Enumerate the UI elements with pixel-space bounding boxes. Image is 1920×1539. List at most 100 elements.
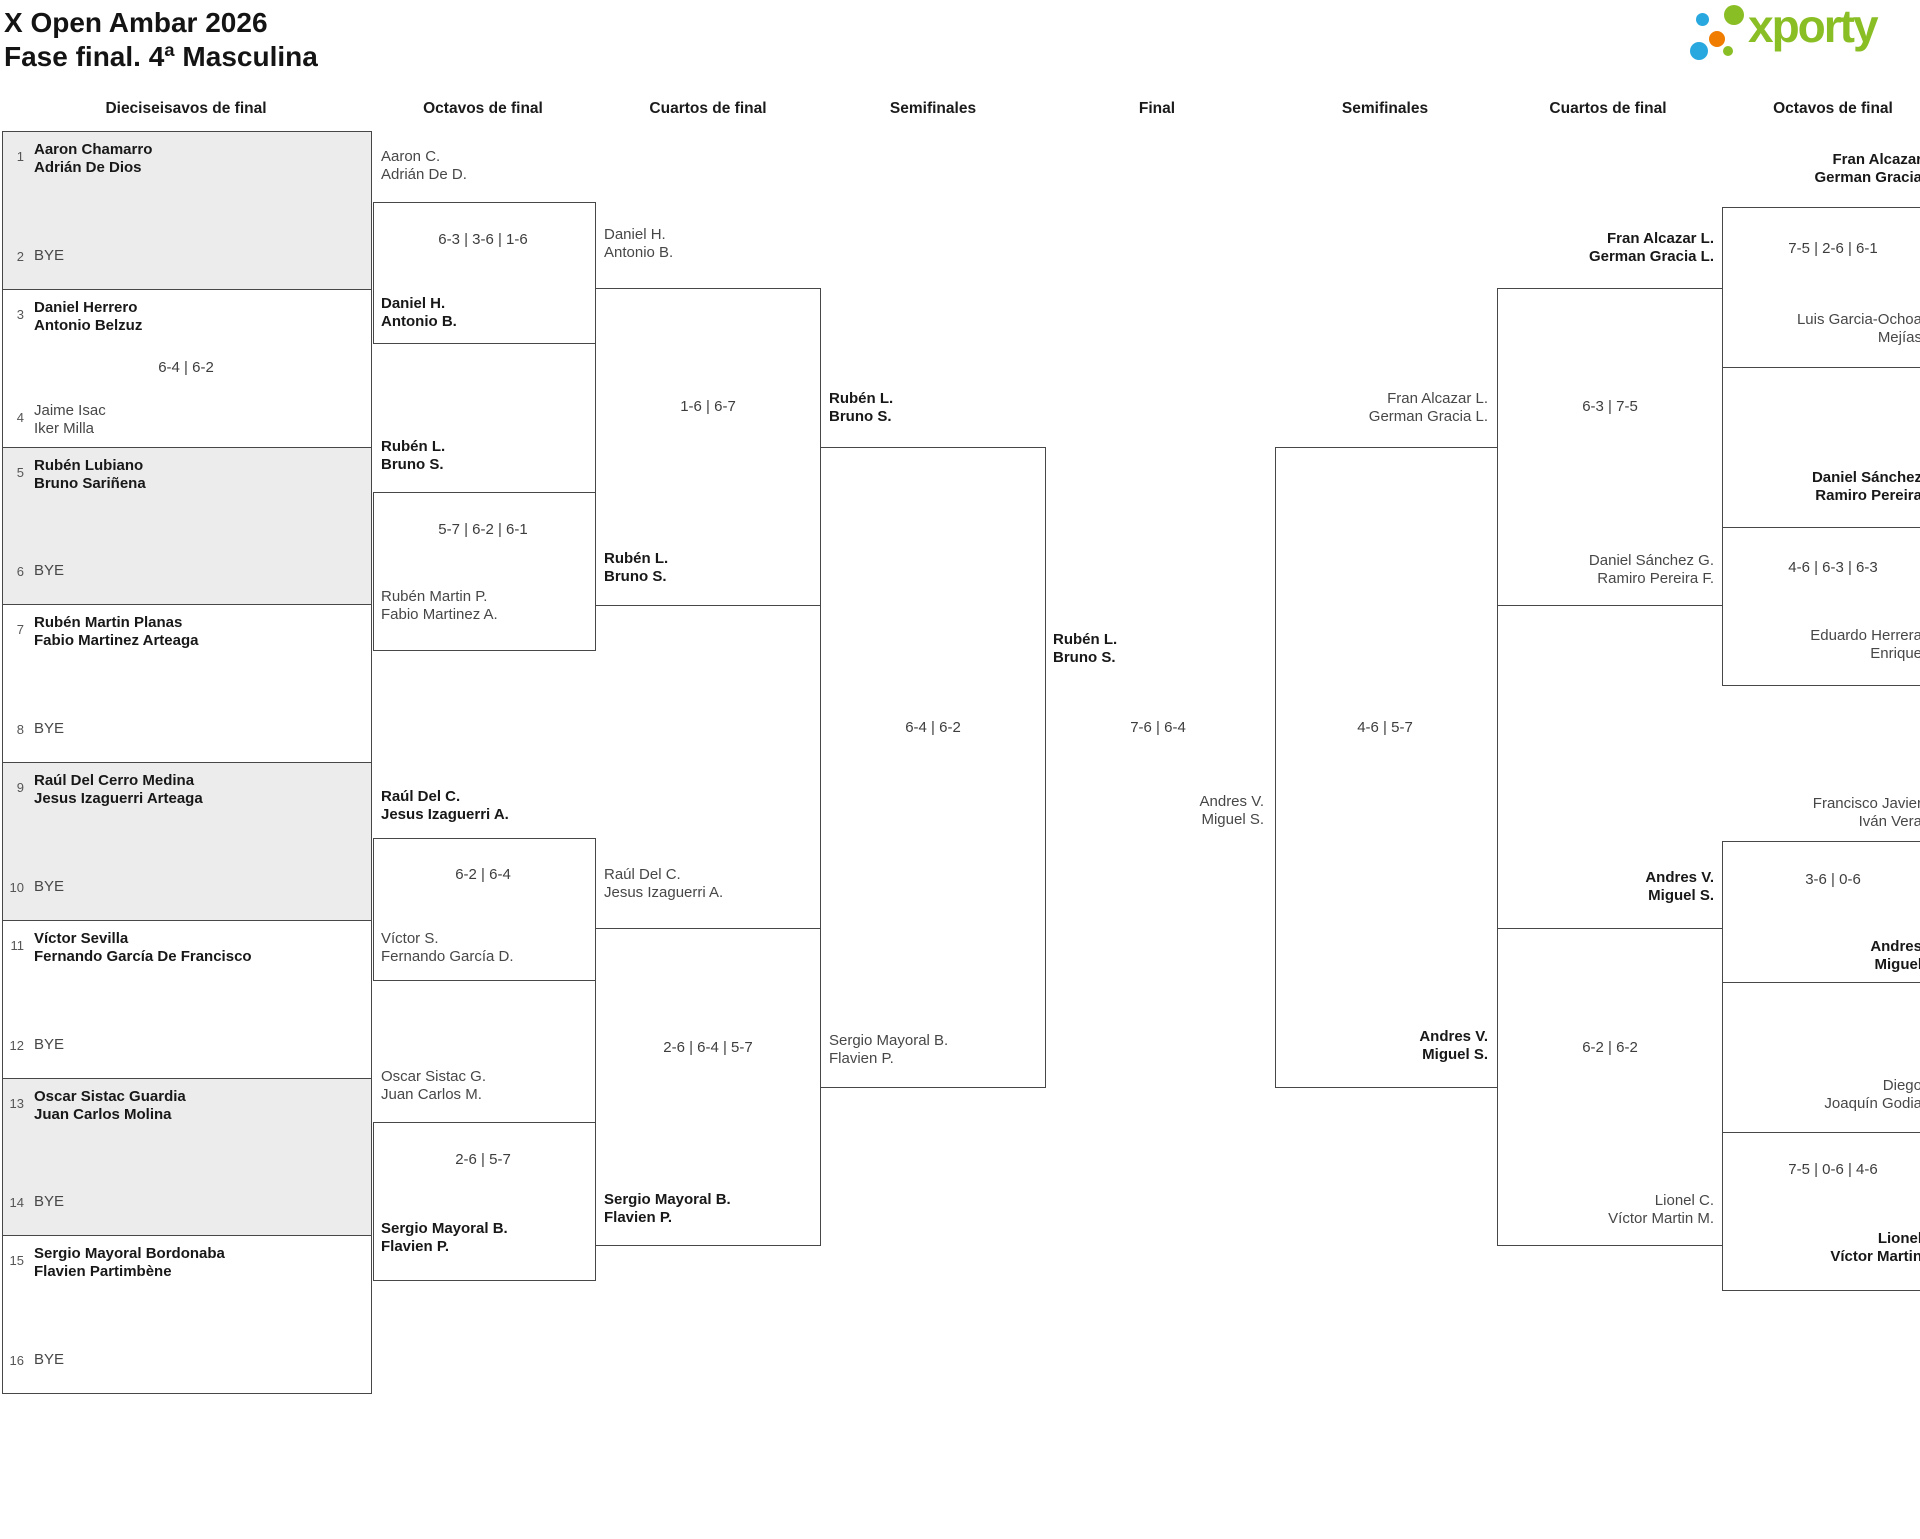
match-score: 6-4 | 6-2 — [158, 359, 214, 376]
team-label: Daniel Sánchez G. Ramiro Pereira F. — [1494, 552, 1714, 588]
seed-number: 3 — [16, 307, 24, 322]
player-name: Antonio B. — [604, 244, 674, 261]
player-name: Joaquín Godia — [1824, 1095, 1920, 1112]
player-name: German Gracia L. — [1588, 248, 1714, 265]
player-name: Fernando García De Francisco — [34, 948, 252, 965]
match-score: 4-6 | 6-3 | 6-3 — [1788, 559, 1878, 576]
match-box — [373, 202, 596, 344]
seed-number: 2 — [16, 249, 24, 264]
bracket-entry: 1 Aaron Chamarro Adrián De Dios — [6, 141, 153, 177]
player-name: Juan Carlos M. — [381, 1086, 482, 1103]
player-name: Luis Garcia-Ochoa — [1796, 311, 1920, 328]
bracket-entry: 14 BYE — [6, 1193, 64, 1211]
team-label: BYE — [34, 562, 64, 580]
bracket-entry: 9 Raúl Del Cerro Medina Jesus Izaguerri … — [6, 772, 203, 808]
player-name: Sergio Mayoral Bordonaba — [34, 1245, 225, 1262]
bracket-entry: 4 Jaime Isac Iker Milla — [6, 402, 106, 438]
team-label: Andres V. Miguel S. — [1494, 869, 1714, 905]
match-score: 7-5 | 0-6 | 4-6 — [1788, 1161, 1878, 1178]
seed-number: 10 — [9, 880, 24, 895]
player-name: Raúl Del C. — [381, 788, 461, 805]
bracket-entry: 3 Daniel Herrero Antonio Belzuz — [6, 299, 143, 335]
player-name: Flavien P. — [381, 1238, 450, 1255]
player-name: Oscar Sistac Guardia — [34, 1088, 186, 1105]
team-label: Andres V. Miguel S. — [1064, 793, 1265, 829]
match-score: 6-2 | 6-2 — [1582, 1039, 1638, 1056]
bracket-entry: 8 BYE — [6, 720, 64, 738]
player-name: Fran Alcazar L. — [1387, 390, 1488, 407]
player-name: Raúl Del C. — [604, 866, 681, 883]
player-name: Miguel S. — [1648, 887, 1714, 904]
player-name: Fernando García D. — [381, 948, 514, 965]
match-box — [1722, 841, 1920, 983]
player-name: Daniel H. — [381, 295, 446, 312]
round-header-qf-left: Cuartos de final — [649, 100, 767, 117]
team-label: Víctor S. Fernando García D. — [381, 930, 514, 966]
team-label: Lionel Víctor Martin — [1702, 1230, 1920, 1266]
player-name: Andres — [1870, 938, 1920, 955]
team-label: Raúl Del Cerro Medina Jesus Izaguerri Ar… — [34, 772, 203, 808]
match-score: 7-6 | 6-4 — [1130, 719, 1186, 736]
player-name: Antonio Belzuz — [34, 317, 143, 334]
player-name: Ramiro Pereira — [1815, 487, 1920, 504]
round-header-final: Final — [1138, 100, 1176, 117]
player-name: Rubén Martin P. — [381, 588, 488, 605]
team-label: Aaron C. Adrián De D. — [381, 148, 467, 184]
bracket-entry: 13 Oscar Sistac Guardia Juan Carlos Moli… — [6, 1088, 186, 1124]
match-box — [373, 838, 596, 981]
match-box — [1275, 447, 1498, 1088]
player-name: Eduardo Herrera — [1810, 627, 1920, 644]
team-label: Oscar Sistac G. Juan Carlos M. — [381, 1068, 486, 1104]
player-name: Víctor Sevilla — [34, 930, 129, 947]
bracket-subtitle: Fase final. 4ª Masculina — [4, 41, 318, 72]
match-score: 3-6 | 0-6 — [1805, 871, 1861, 888]
match-score: 2-6 | 6-4 | 5-7 — [663, 1039, 753, 1056]
logo-dot-icon — [1724, 5, 1744, 25]
match-box — [2, 1078, 372, 1236]
player-name: Flavien P. — [604, 1209, 673, 1226]
bracket-entry: 16 BYE — [6, 1351, 64, 1369]
player-name: Víctor S. — [381, 930, 439, 947]
match-box — [2, 131, 372, 290]
player-name: BYE — [34, 720, 65, 737]
seed-number: 12 — [9, 1038, 24, 1053]
team-label: Daniel H. Antonio B. — [381, 295, 457, 331]
player-name: Fran Alcazar L. — [1607, 230, 1714, 247]
player-name: Víctor Martin M. — [1608, 1210, 1714, 1227]
team-label: Daniel Sánchez Ramiro Pereira — [1702, 469, 1920, 505]
team-label: Fran Alcazar German Gracia — [1702, 151, 1920, 187]
seed-number: 9 — [16, 780, 24, 795]
player-name: Andres V. — [1199, 793, 1265, 810]
player-name: Rubén L. — [604, 550, 669, 567]
match-score: 7-5 | 2-6 | 6-1 — [1788, 240, 1878, 257]
match-score: 6-3 | 7-5 — [1582, 398, 1638, 415]
player-name: Bruno S. — [604, 568, 667, 585]
player-name: BYE — [34, 1351, 65, 1368]
round-header-r32-left: Dieciseisavos de final — [105, 100, 267, 117]
player-name: Antonio B. — [381, 313, 457, 330]
player-name: Daniel H. — [604, 226, 666, 243]
player-name: Raúl Del Cerro Medina — [34, 772, 195, 789]
match-box — [1722, 527, 1920, 686]
player-name: Bruno S. — [1053, 649, 1116, 666]
team-label: Sergio Mayoral B. Flavien P. — [829, 1032, 948, 1068]
player-name: Adrián De D. — [381, 166, 467, 183]
match-box — [1497, 928, 1723, 1246]
player-name: Flavien Partimbène — [34, 1263, 172, 1280]
match-score: 4-6 | 5-7 — [1357, 719, 1413, 736]
player-name: Bruno S. — [829, 408, 892, 425]
bracket-entry: 5 Rubén Lubiano Bruno Sariñena — [6, 457, 146, 493]
player-name: Diego — [1882, 1077, 1920, 1094]
team-label: Francisco Javier Iván Vera — [1702, 795, 1920, 831]
player-name: Fran Alcazar — [1832, 151, 1920, 168]
xporty-logo[interactable]: xporty — [1690, 0, 1918, 68]
player-name: German Gracia L. — [1368, 408, 1488, 425]
player-name: Bruno Sariñena — [34, 475, 146, 492]
player-name: Miguel S. — [1422, 1046, 1488, 1063]
player-name: Rubén Lubiano — [34, 457, 144, 474]
round-header-sf-left: Semifinales — [889, 100, 977, 117]
player-name: Ramiro Pereira F. — [1597, 570, 1714, 587]
team-label: Daniel Herrero Antonio Belzuz — [34, 299, 142, 335]
player-name: Daniel Herrero — [34, 299, 138, 316]
